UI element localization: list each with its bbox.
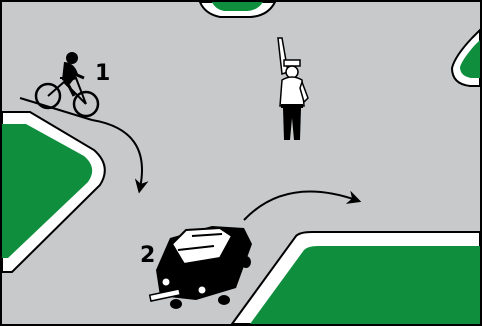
car-number-label: 2 xyxy=(140,243,155,268)
cyclist-number-label: 1 xyxy=(95,61,110,86)
